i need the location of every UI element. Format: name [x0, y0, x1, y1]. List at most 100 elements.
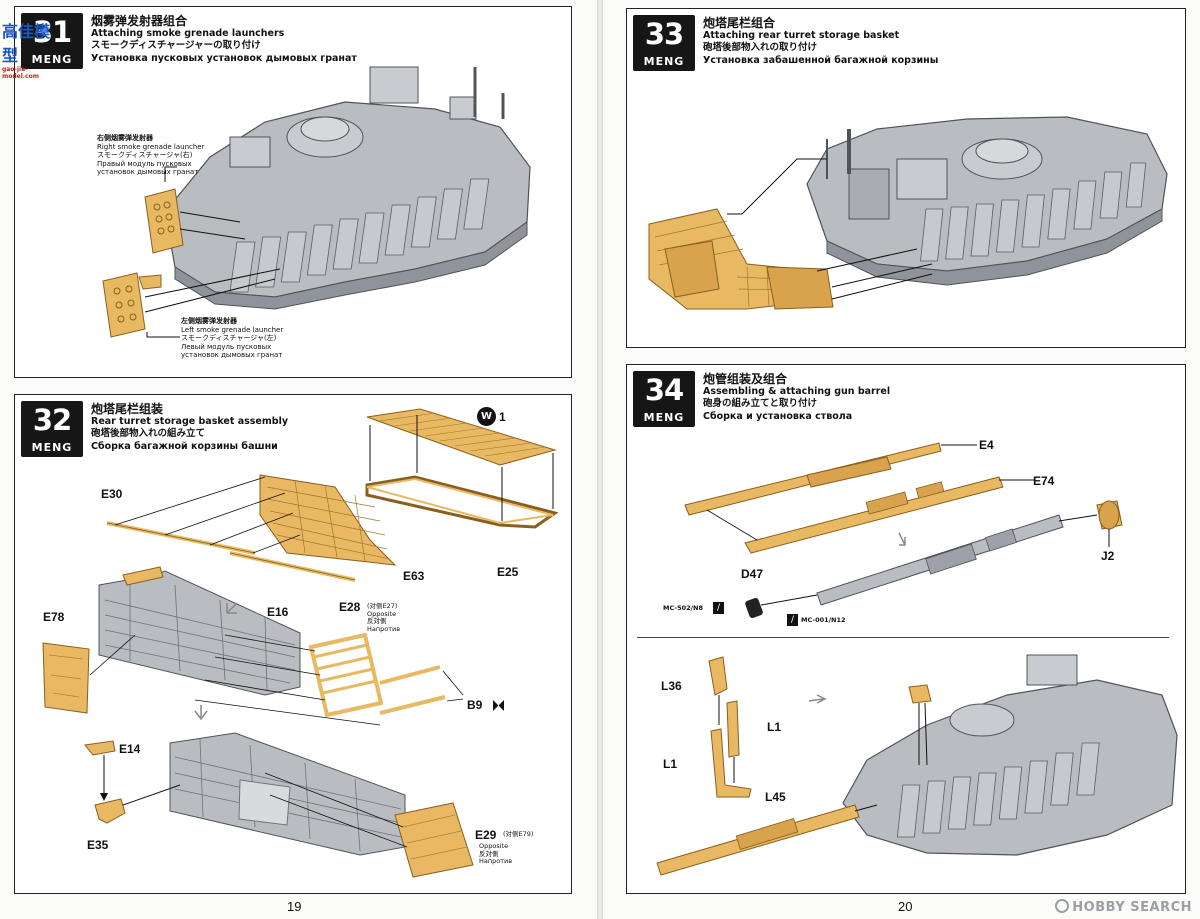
e29-opposite-en: Opposite [479, 842, 509, 850]
step-32-title-zh: 炮塔尾栏组装 [91, 402, 164, 416]
turret-smoke-launcher-illustration [102, 66, 531, 338]
label-e14: E14 [119, 742, 141, 756]
brand-logo: MENG [643, 411, 685, 424]
left-launcher-note-zh: 左侧烟雾弹发射器 [181, 317, 237, 325]
step-31-badge: 31 MENG [21, 13, 83, 69]
bowtie-icon [493, 700, 504, 711]
step-32-title-ru: Сборка багажной корзины башни [91, 440, 278, 452]
left-launcher-note-ru1: Левый модуль пусковых [181, 342, 272, 351]
right-launcher-note-zh: 右侧烟雾弹发射器 [97, 134, 153, 142]
tool-icon-tweezers: / [713, 602, 724, 614]
step-34-title-ru: Сборка и установка ствола [703, 410, 853, 422]
step-31-title-ja: スモークディスチャージャーの取り付け [91, 40, 261, 51]
wire-part-badge: W [477, 407, 496, 426]
step-34-title-en: Assembling & attaching gun barrel [703, 385, 891, 397]
page-number-right: 20 [898, 899, 913, 914]
label-e25: E25 [497, 565, 519, 579]
right-launcher-note: 右侧烟雾弹发射器 Right smoke grenade launcher スモ… [97, 134, 205, 177]
e29-opposite-lines: Opposite 反対側 Напротив [479, 842, 513, 866]
step-32-title-en: Rear turret storage basket assembly [91, 415, 289, 427]
left-launcher-note-ja: スモークディスチャージャ(左) [181, 334, 277, 342]
label-e35: E35 [87, 838, 109, 852]
step-34-panel: E4 E74 J2 D47 MC-502/N8 / / MC-001/N12 L… [626, 364, 1186, 894]
step-34-badge: 34 MENG [633, 371, 695, 427]
label-j2: J2 [1101, 549, 1115, 563]
left-launcher-note-ru2: установок дымовых гранат [181, 351, 283, 359]
site-watermark-name: 高佳模型 [2, 22, 51, 65]
label-l1-b: L1 [663, 757, 678, 771]
tool-icon-glue: / [787, 614, 798, 626]
step-33-title-en: Attaching rear turret storage basket [703, 29, 900, 41]
step-32-badge: 32 MENG [21, 401, 83, 457]
step-31-title-en: Attaching smoke grenade launchers [91, 27, 285, 39]
step-34-divider [637, 637, 1169, 638]
brand-logo: MENG [31, 441, 73, 454]
site-watermark-url: gao-jia-model.com [2, 66, 40, 80]
label-l36: L36 [661, 679, 682, 693]
step-34-title-zh: 炮管组装及组合 [703, 372, 788, 386]
e29-opposite-ru: Напротив [479, 857, 513, 865]
step-31-panel: 右侧烟雾弹发射器 Right smoke grenade launcher スモ… [14, 6, 572, 378]
hobby-search-watermark: HOBBY SEARCH [1055, 899, 1192, 915]
label-e28: E28 [339, 600, 361, 614]
label-e74: E74 [1033, 474, 1055, 488]
label-mc502: MC-502/N8 [663, 604, 703, 612]
left-launcher-note-en: Left smoke grenade launcher [181, 325, 284, 334]
hobby-search-logo-icon [1055, 899, 1070, 913]
page-number-left: 19 [287, 899, 302, 914]
step-32-heading: 炮塔尾栏组装 Rear turret storage basket assemb… [91, 403, 288, 453]
step-33-panel: 33 MENG 炮塔尾栏组合 Attaching rear turret sto… [626, 8, 1186, 348]
step-32-title-ja: 砲塔後部物入れの組み立て [91, 428, 206, 439]
step-34-heading: 炮管组装及组合 Assembling & attaching gun barre… [703, 373, 890, 423]
step-34-title-ja: 砲身の組み立てと取り付け [703, 398, 818, 409]
label-l45: L45 [765, 790, 786, 804]
left-smoke-launcher-part [102, 272, 162, 338]
step-33-title-zh: 炮塔尾栏组合 [703, 16, 776, 30]
site-watermark: 高佳模型 gao-jia-model.com [2, 18, 64, 80]
e28-opposite-ja: 反対側 [367, 617, 387, 625]
e28-opposite-part: (对侧E27) [367, 602, 398, 610]
step-33-heading: 炮塔尾栏组合 Attaching rear turret storage bas… [703, 17, 938, 67]
label-l1-a: L1 [767, 720, 782, 734]
e28-opposite-en: Opposite [367, 609, 397, 618]
hobby-search-text: HOBBY SEARCH [1072, 900, 1192, 915]
left-launcher-note: 左侧烟雾弹发射器 Left smoke grenade launcher スモー… [181, 317, 283, 360]
basket-attachment-illustration [648, 116, 1168, 310]
step-34-number: 34 [644, 373, 684, 407]
e29-opposite-ja: 反対側 [479, 849, 499, 858]
step-31-heading: 烟雾弹发射器组合 Attaching smoke grenade launche… [91, 15, 357, 65]
right-launcher-note-ru1: Правый модуль пусковых [97, 159, 192, 168]
brand-logo: MENG [643, 55, 685, 68]
label-e29: E29 [475, 828, 497, 842]
right-launcher-note-ru2: установок дымовых гранат [97, 168, 199, 176]
label-e78: E78 [43, 610, 65, 624]
page-spine [597, 0, 603, 919]
e29-opposite-note: (对侧E79) [503, 830, 534, 839]
step-32-panel: W 1 E30 E63 E25 E16 E78 E28 (对侧E27) Oppo… [14, 394, 572, 894]
step-31-title-zh: 烟雾弹发射器组合 [91, 14, 188, 28]
step-33-badge: 33 MENG [633, 15, 695, 71]
step-33-title-ru: Установка забашенной багажной корзины [703, 54, 939, 66]
step-33-title-ja: 砲塔後部物入れの取り付け [703, 42, 818, 53]
right-launcher-note-ja: スモークディスチャージャ(右) [97, 151, 193, 159]
label-e30: E30 [101, 487, 123, 501]
step-32-number: 32 [32, 403, 72, 437]
right-launcher-note-en: Right smoke grenade launcher [97, 142, 205, 151]
label-d47: D47 [741, 567, 764, 581]
label-mc001: MC-001/N12 [801, 616, 846, 624]
e28-opposite-ru: Напротив [367, 624, 401, 633]
right-smoke-launcher-part [144, 188, 184, 254]
label-b9: B9 [467, 698, 483, 712]
e29-opposite-part: (对侧E79) [503, 830, 534, 838]
label-e16: E16 [267, 605, 289, 619]
storage-basket-assembly-illustration [42, 408, 559, 878]
gun-barrel-assembly-illustration [656, 442, 1178, 876]
step-31-number: 31 [32, 15, 72, 49]
step-31-title-ru: Установка пусковых установок дымовых гра… [91, 52, 357, 64]
brand-logo: MENG [31, 53, 73, 66]
e28-opposite-note: (对侧E27) Opposite 反対側 Напротив [367, 602, 401, 633]
label-e4: E4 [979, 438, 994, 452]
label-w1: 1 [499, 410, 506, 424]
step-33-number: 33 [644, 17, 684, 51]
label-e63: E63 [403, 569, 425, 583]
